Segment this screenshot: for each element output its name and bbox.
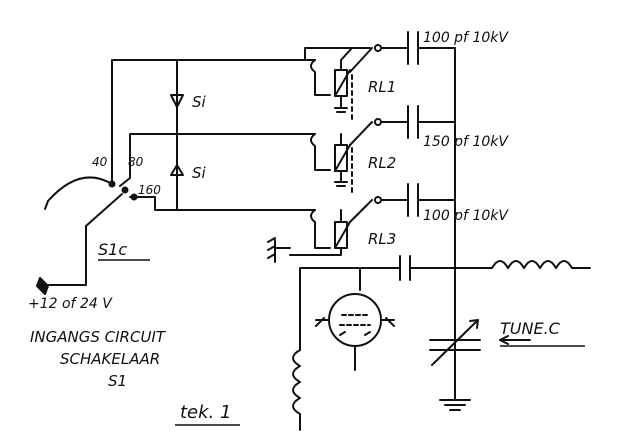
relay-label-rl3: RL3	[368, 230, 396, 248]
tune-capacitor-label: TUNE.C	[500, 319, 561, 338]
switch-wiring	[44, 59, 316, 286]
capacitor-label-3: 100 pf 10kV	[423, 208, 509, 224]
capacitor-label-2: 150 pf 10kV	[423, 134, 509, 150]
caption-line-3: S1	[108, 372, 127, 390]
switch-contact-80	[121, 186, 129, 194]
diode-column	[170, 59, 184, 211]
caption-line-2: SCHAKELAAR	[60, 350, 160, 368]
switch-position-80: 80	[128, 155, 144, 169]
switch-contact-40	[108, 180, 116, 188]
diode-label-1: Si	[192, 93, 207, 111]
caption-line-1: INGANGS CIRCUIT	[30, 328, 167, 346]
relay-rl2	[310, 105, 456, 197]
relay-rl1	[304, 31, 456, 121]
figure-label: tek. 1	[180, 402, 231, 423]
relay-label-rl2: RL2	[368, 154, 396, 172]
supply-terminal	[36, 277, 49, 295]
switch-name-label: S1c	[98, 240, 127, 259]
switch-position-160: 160	[138, 183, 161, 197]
switch-contact-160	[130, 193, 138, 201]
output-network	[292, 47, 591, 431]
relay-rl3	[267, 183, 456, 263]
diode-label-2: Si	[192, 164, 207, 182]
supply-voltage-label: +12 of 24 V	[28, 296, 113, 312]
relay-label-rl1: RL1	[368, 78, 396, 96]
capacitor-label-1: 100 pf 10kV	[423, 30, 509, 46]
switch-position-40: 40	[92, 155, 108, 169]
